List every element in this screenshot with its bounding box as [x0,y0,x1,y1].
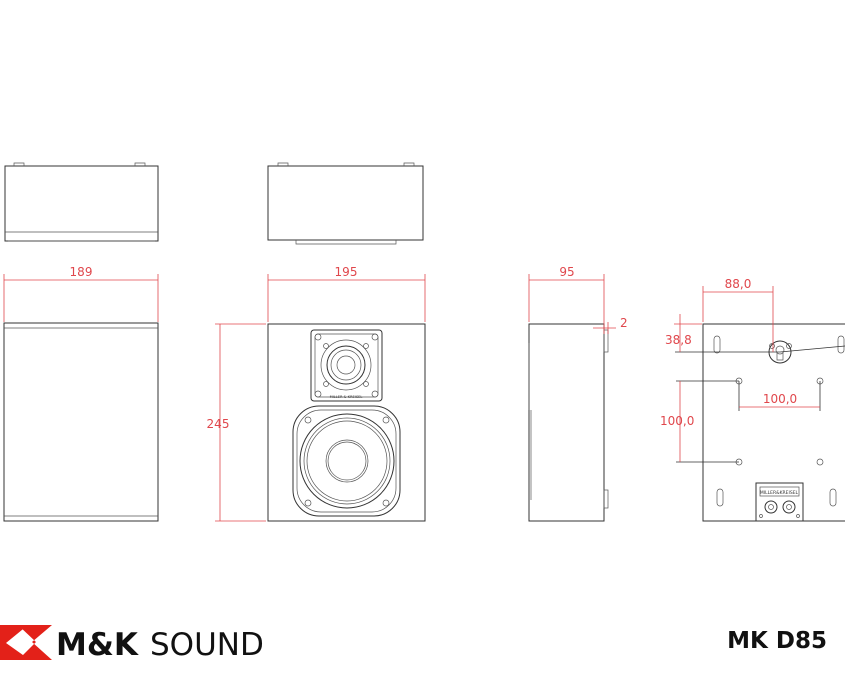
terminal-plate-label: MILLER&KREISEL [760,490,799,496]
model-name: MK D85 [727,628,827,654]
back-view: MILLER&KREISEL 88,0 38,8 100,0 100,0 [660,277,845,522]
mk-logo-icon [0,625,52,660]
depth-label: 95 [559,265,574,279]
mount-offset-y-label: 38,8 [665,333,692,347]
brand-name-light: SOUND [150,627,264,663]
tweeter-plate-label: MILLER & KREISEL [330,395,363,399]
side-view: 189 [3,265,159,522]
hole-spacing-x-label: 100,0 [763,392,797,406]
side-width-label: 189 [70,265,93,279]
front-width-label: 195 [335,265,358,279]
top-view-left [4,162,159,242]
tweeter: MILLER & KREISEL [310,329,383,402]
hole-spacing-y-label: 100,0 [660,414,694,428]
top-view-right [267,162,424,245]
height-label: 245 [207,417,230,431]
brand-name-bold: M&K [56,627,139,663]
brand-logo: M&K SOUND [0,625,264,663]
profile-view: 95 2 [528,265,628,522]
woofer [292,405,401,517]
mount-offset-x-label: 88,0 [725,277,752,291]
bracket-label: 2 [620,316,628,330]
front-view: 195 245 MILLER & KREISEL [207,265,426,522]
